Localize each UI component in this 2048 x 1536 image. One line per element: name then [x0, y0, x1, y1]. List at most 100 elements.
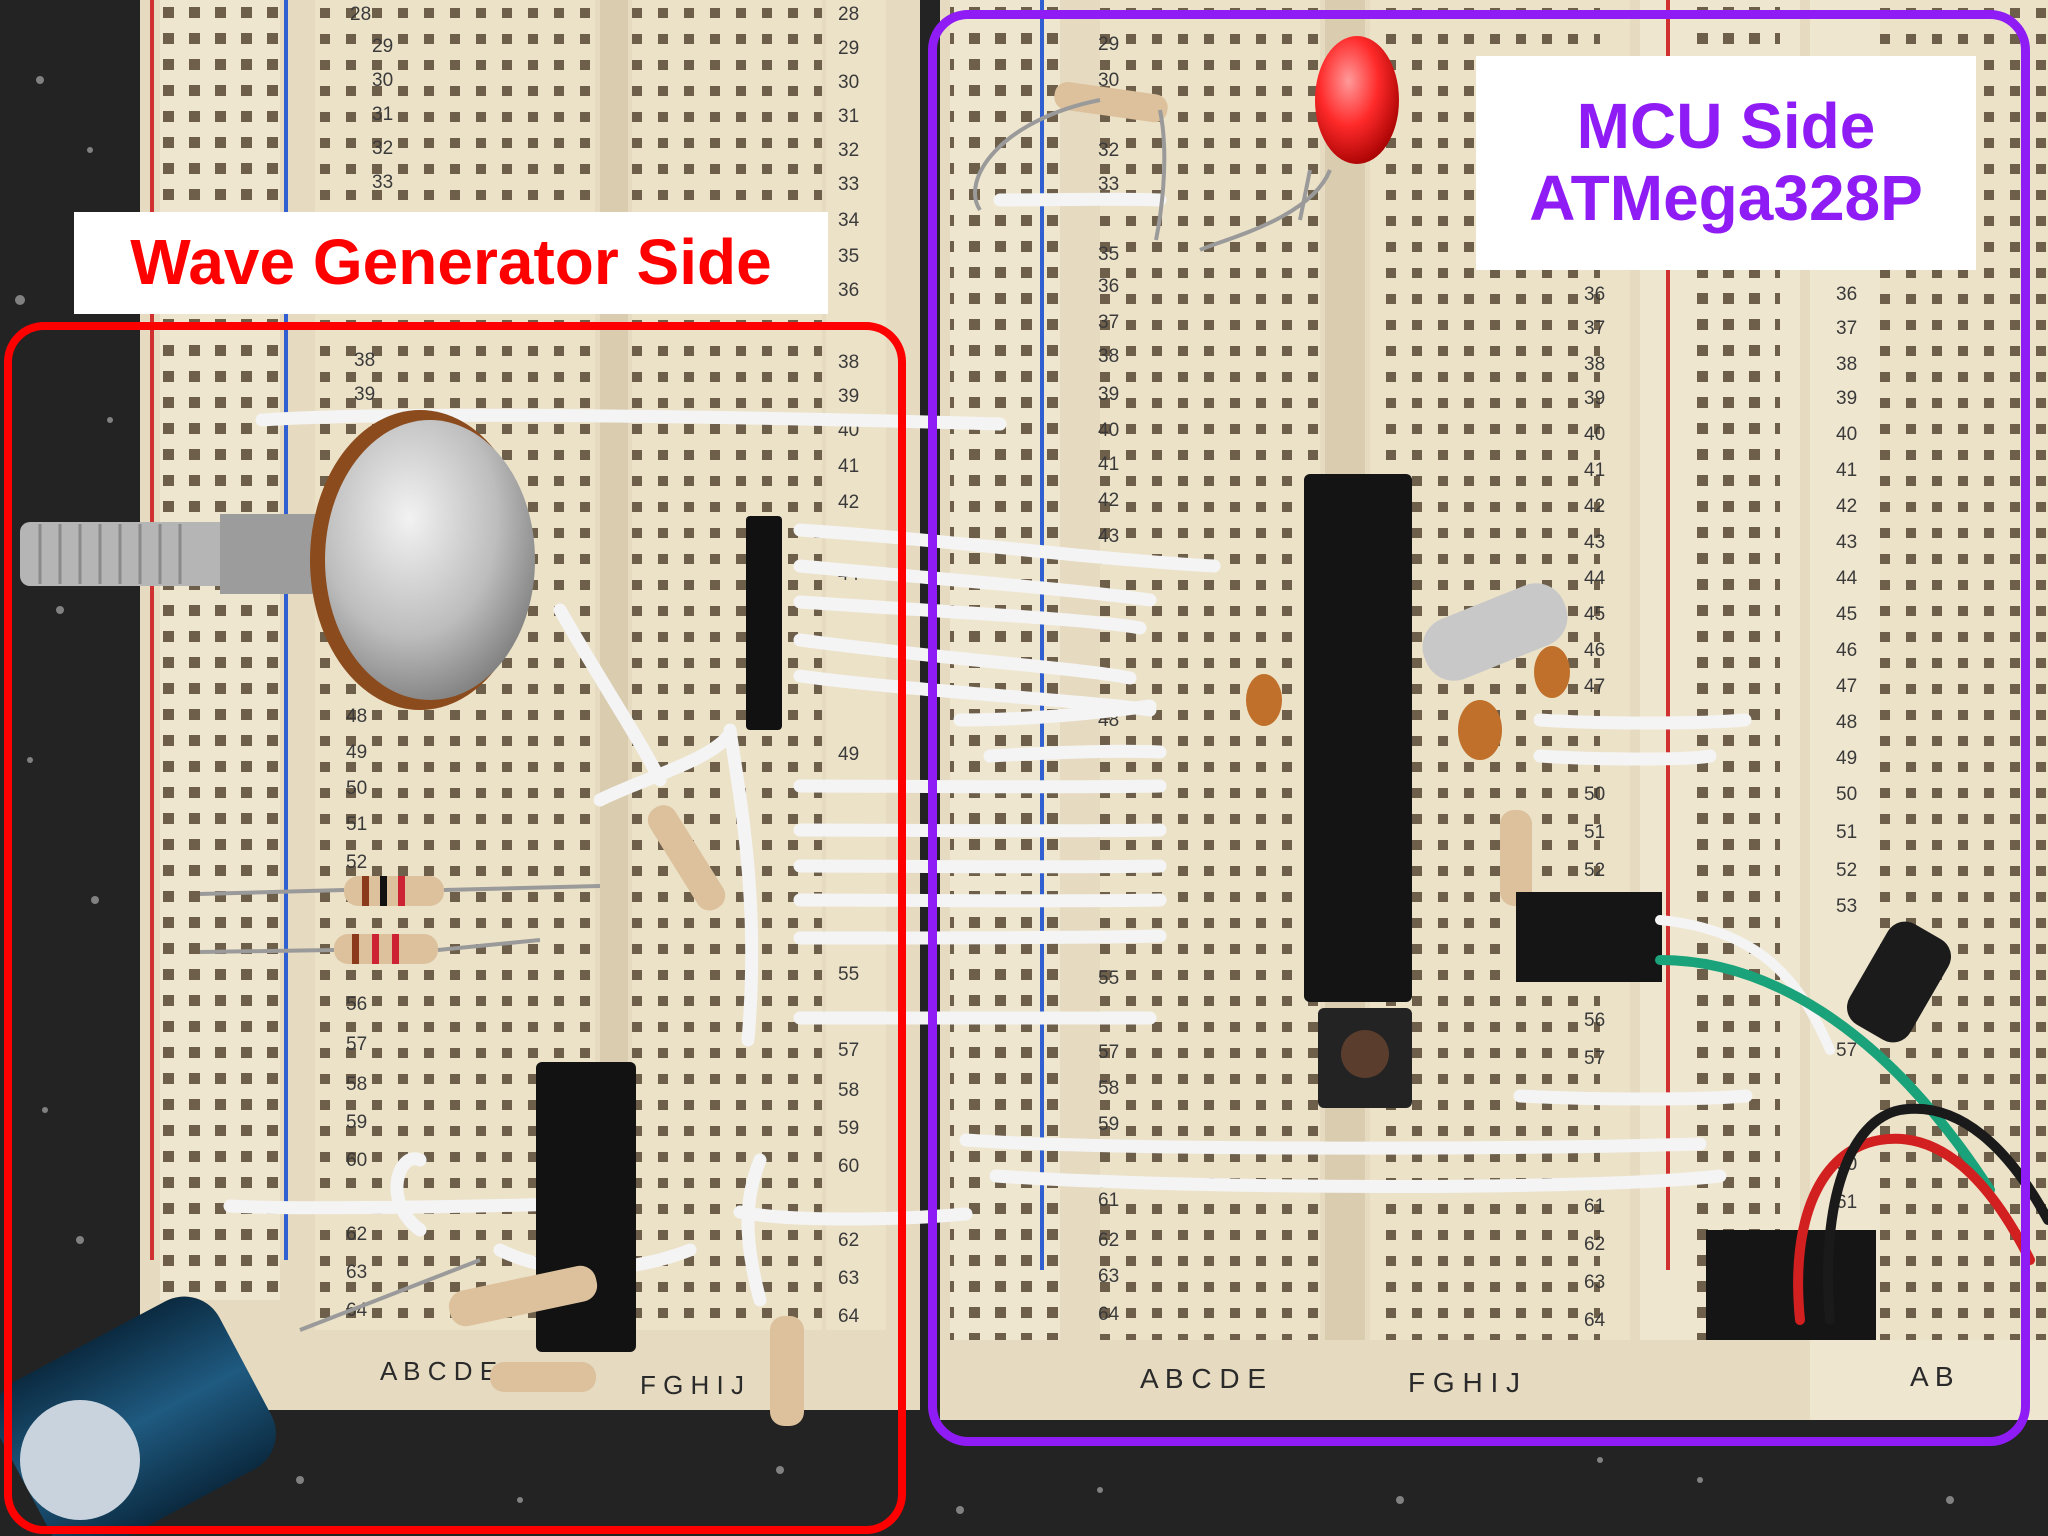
svg-text:45: 45 [1584, 604, 1605, 625]
svg-text:50: 50 [1836, 784, 1857, 805]
svg-text:63: 63 [346, 1262, 367, 1283]
svg-text:55: 55 [838, 964, 859, 985]
svg-text:52: 52 [346, 852, 367, 873]
mcu-side-label-line1: MCU Side [1576, 90, 1876, 163]
svg-text:57: 57 [1098, 1042, 1119, 1063]
svg-text:39: 39 [1098, 384, 1119, 405]
svg-text:31: 31 [838, 106, 859, 127]
svg-text:F G H I J: F G H I J [1408, 1367, 1520, 1398]
svg-text:61: 61 [1098, 1190, 1119, 1211]
svg-text:38: 38 [354, 350, 375, 371]
svg-text:29: 29 [1098, 34, 1119, 55]
svg-text:61: 61 [1836, 1192, 1857, 1213]
svg-text:33: 33 [1098, 174, 1119, 195]
svg-text:42: 42 [1584, 496, 1605, 517]
svg-text:58: 58 [838, 1080, 859, 1101]
svg-text:39: 39 [1584, 388, 1605, 409]
svg-text:32: 32 [838, 140, 859, 161]
svg-text:47: 47 [1836, 676, 1857, 697]
svg-text:64: 64 [1098, 1304, 1120, 1325]
svg-text:42: 42 [1836, 496, 1857, 517]
svg-text:33: 33 [838, 174, 859, 195]
svg-text:57: 57 [346, 1034, 367, 1055]
svg-text:45: 45 [1836, 604, 1857, 625]
svg-text:46: 46 [1836, 640, 1857, 661]
svg-text:46: 46 [1584, 640, 1605, 661]
svg-text:40: 40 [1584, 424, 1605, 445]
svg-text:41: 41 [1584, 460, 1605, 481]
mcu-region-outline [928, 10, 2030, 1446]
svg-text:61: 61 [1584, 1196, 1605, 1217]
svg-text:62: 62 [838, 1230, 859, 1251]
svg-text:A B C D E: A B C D E [380, 1356, 497, 1386]
svg-text:63: 63 [1584, 1272, 1605, 1293]
svg-text:36: 36 [1098, 276, 1119, 297]
svg-text:28: 28 [350, 4, 371, 25]
svg-text:37: 37 [1836, 318, 1857, 339]
svg-text:29: 29 [838, 38, 859, 59]
svg-text:41: 41 [838, 456, 859, 477]
wave-generator-label-text: Wave Generator Side [130, 226, 772, 299]
svg-text:63: 63 [838, 1268, 859, 1289]
svg-text:34: 34 [838, 210, 860, 231]
svg-text:43: 43 [1584, 532, 1605, 553]
svg-text:62: 62 [346, 1224, 367, 1245]
svg-text:30: 30 [838, 72, 859, 93]
svg-text:35: 35 [1098, 244, 1119, 265]
svg-text:56: 56 [1584, 1010, 1605, 1031]
svg-text:59: 59 [346, 1112, 367, 1133]
svg-text:42: 42 [838, 492, 859, 513]
svg-text:56: 56 [346, 994, 367, 1015]
svg-text:55: 55 [1098, 968, 1119, 989]
svg-text:36: 36 [838, 280, 859, 301]
mcu-side-label: MCU Side ATMega328P [1476, 56, 1976, 270]
svg-text:44: 44 [1836, 568, 1858, 589]
svg-text:39: 39 [1836, 388, 1857, 409]
svg-text:40: 40 [1836, 424, 1857, 445]
svg-text:28: 28 [838, 4, 859, 25]
svg-text:41: 41 [1836, 460, 1857, 481]
svg-text:48: 48 [346, 706, 367, 727]
svg-text:49: 49 [838, 744, 859, 765]
svg-text:44: 44 [1584, 568, 1606, 589]
svg-text:62: 62 [1098, 1230, 1119, 1251]
svg-text:62: 62 [1584, 1234, 1605, 1255]
svg-text:35: 35 [838, 246, 859, 267]
svg-text:64: 64 [1584, 1310, 1606, 1331]
svg-text:49: 49 [1836, 748, 1857, 769]
svg-text:F G H I J: F G H I J [640, 1370, 744, 1400]
svg-text:57: 57 [1836, 1040, 1857, 1061]
svg-text:63: 63 [1098, 1266, 1119, 1287]
svg-text:49: 49 [346, 742, 367, 763]
svg-text:52: 52 [1836, 860, 1857, 881]
svg-text:50: 50 [1584, 784, 1605, 805]
svg-text:53: 53 [1836, 896, 1857, 917]
svg-text:42: 42 [1098, 490, 1119, 511]
svg-text:39: 39 [838, 386, 859, 407]
svg-text:51: 51 [1584, 822, 1605, 843]
svg-text:58: 58 [1098, 1078, 1119, 1099]
svg-text:47: 47 [1584, 676, 1605, 697]
svg-text:64: 64 [838, 1306, 860, 1327]
svg-text:51: 51 [1836, 822, 1857, 843]
svg-text:51: 51 [346, 814, 367, 835]
svg-text:30: 30 [1098, 70, 1119, 91]
svg-text:36: 36 [1836, 284, 1857, 305]
svg-text:40: 40 [1098, 420, 1119, 441]
svg-text:30: 30 [372, 70, 393, 91]
svg-text:57: 57 [1584, 1048, 1605, 1069]
svg-text:48: 48 [1836, 712, 1857, 733]
svg-text:59: 59 [838, 1118, 859, 1139]
svg-text:41: 41 [1098, 454, 1119, 475]
mcu-side-label-line2: ATMega328P [1529, 162, 1923, 234]
potentiometer-shape [20, 410, 535, 710]
svg-text:38: 38 [838, 352, 859, 373]
svg-text:32: 32 [1098, 140, 1119, 161]
wave-generator-region-outline [4, 322, 906, 1534]
svg-text:57: 57 [838, 1040, 859, 1061]
svg-text:33: 33 [372, 172, 393, 193]
svg-text:A B: A B [1910, 1361, 1954, 1392]
svg-text:38: 38 [1584, 354, 1605, 375]
svg-text:37: 37 [1098, 312, 1119, 333]
